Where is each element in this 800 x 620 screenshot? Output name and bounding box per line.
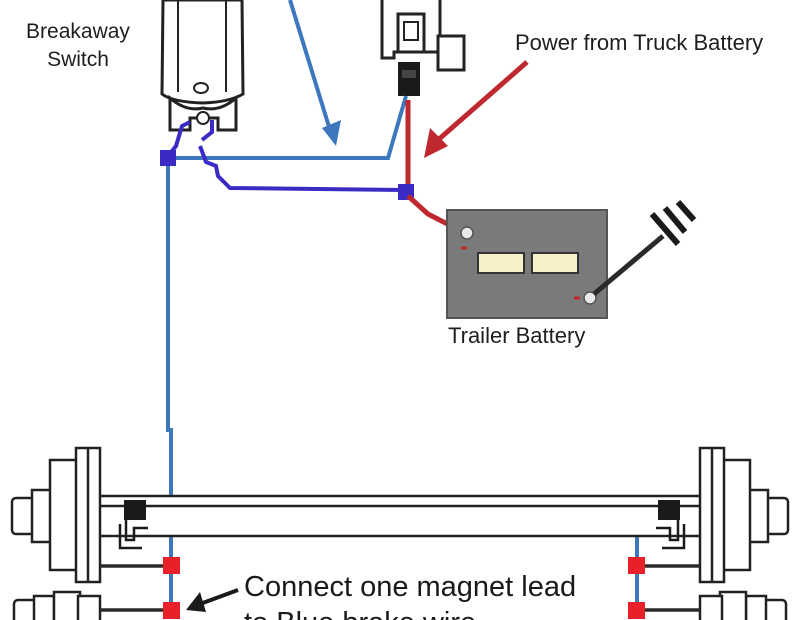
breakaway-switch bbox=[160, 0, 245, 132]
trailer-plug bbox=[380, 0, 466, 96]
instruction-text: to Blue brake wire bbox=[244, 607, 476, 620]
purple-wires bbox=[166, 120, 406, 192]
instruction-text: Connect one magnet lead bbox=[244, 571, 576, 603]
lower-axle-drums bbox=[12, 590, 788, 620]
axle bbox=[93, 494, 707, 538]
left-arrow-icon bbox=[186, 588, 239, 612]
left-brake-drum bbox=[10, 446, 102, 584]
left-magnet bbox=[118, 500, 148, 550]
right-magnet bbox=[656, 500, 686, 550]
ground-symbol-icon bbox=[649, 200, 697, 246]
power-source-label: Power from Truck Battery bbox=[515, 30, 763, 55]
blue-arrow-icon bbox=[322, 120, 341, 146]
breakaway-switch-label: Breakaway bbox=[26, 20, 130, 43]
breakaway-switch-label: Switch bbox=[47, 48, 109, 71]
magnet-leads bbox=[100, 564, 700, 612]
ground-wire bbox=[592, 234, 665, 296]
trailer-battery bbox=[446, 209, 608, 319]
trailer-battery-label: Trailer Battery bbox=[448, 323, 585, 348]
right-brake-drum bbox=[698, 446, 790, 584]
red-arrow-icon bbox=[424, 60, 529, 158]
purple-splice bbox=[160, 150, 176, 166]
wire-connectors bbox=[163, 557, 645, 619]
